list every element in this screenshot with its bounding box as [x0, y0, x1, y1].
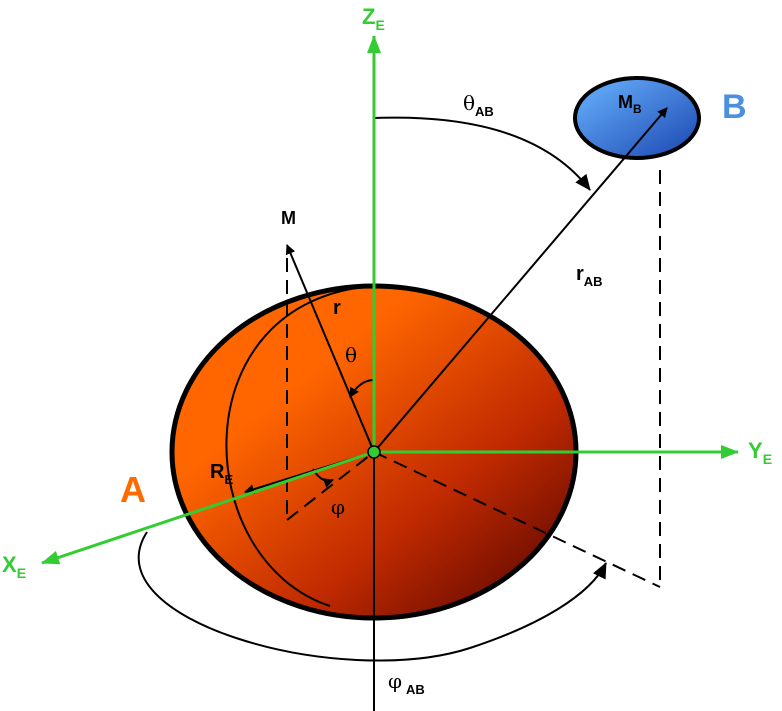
theta-ab-arc	[373, 116, 591, 191]
theta-arc	[349, 379, 375, 398]
r-ab-label: rAB	[576, 263, 603, 289]
origin-point	[367, 445, 381, 459]
r-vector	[285, 244, 375, 453]
z-axis-label: ZE	[362, 4, 385, 33]
phi-ab-arc	[137, 531, 607, 662]
m-label: M	[281, 208, 296, 228]
x-axis-label: XE	[2, 552, 26, 581]
body-a-label: A	[120, 469, 146, 510]
phi-label: φ	[331, 495, 345, 519]
body-b-label: B	[722, 88, 747, 126]
theta-label: θ	[345, 343, 357, 367]
x-axis	[41, 450, 375, 565]
mass-b-label: MB	[618, 92, 642, 116]
b-projection-base	[373, 451, 661, 588]
re-label: RE	[210, 461, 233, 487]
meridian-arc	[225, 285, 375, 607]
y-axis-label: YE	[748, 438, 772, 467]
moon-body	[573, 76, 701, 160]
r-ab-vector	[373, 107, 668, 453]
r-label: r	[333, 297, 341, 319]
theta-ab-label: θAB	[463, 91, 494, 119]
